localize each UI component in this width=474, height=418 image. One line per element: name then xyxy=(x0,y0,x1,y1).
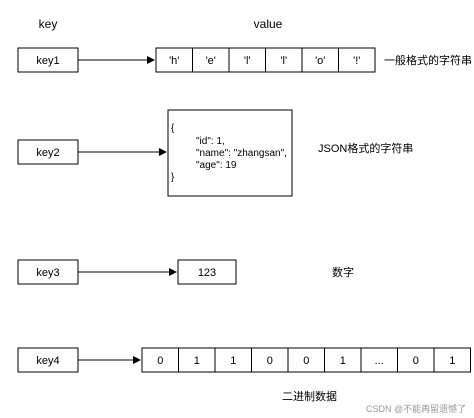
bit-cell xyxy=(178,347,216,373)
char-value: 'h' xyxy=(169,55,179,67)
key1-label: key1 xyxy=(36,55,59,67)
binary-array: 0 1 1 0 0 1... 0 1 xyxy=(141,347,471,373)
bit-value: 1 xyxy=(230,355,236,367)
json-line-age: "age": 19 xyxy=(196,160,237,171)
csdn-watermark: CSDN @不能再留遗憾了 xyxy=(366,403,466,414)
json-open-brace: { xyxy=(171,123,175,134)
key4-caption: 二进制数据 xyxy=(282,389,337,403)
json-close-brace: } xyxy=(171,172,175,183)
number-box xyxy=(177,259,237,285)
key3-box xyxy=(17,259,79,285)
key4-label: key4 xyxy=(36,355,59,367)
key2-label: key2 xyxy=(36,147,59,159)
row-key3: key3 123 数字 xyxy=(17,259,354,285)
bit-value: 0 xyxy=(267,355,273,367)
bit-cell xyxy=(251,347,289,373)
key3-label: key3 xyxy=(36,267,59,279)
key1-box xyxy=(17,47,79,73)
key2-caption: JSON格式的字符串 xyxy=(318,141,413,155)
json-line-name: "name": "zhangsan", xyxy=(196,148,287,159)
char-cell xyxy=(338,47,376,73)
key4-box xyxy=(17,347,79,373)
bit-value: 1 xyxy=(340,355,346,367)
json-line-id: "id": 1, xyxy=(196,136,225,147)
number-value: 123 xyxy=(198,267,216,279)
bit-cell xyxy=(433,347,471,373)
char-value: 'l' xyxy=(280,55,287,67)
bit-value: 0 xyxy=(157,355,163,367)
bit-cell xyxy=(324,347,362,373)
bit-value: 0 xyxy=(303,355,309,367)
char-value: 'e' xyxy=(206,55,216,67)
key-column-header: key xyxy=(39,17,58,31)
row-key4: key4 0 1 1 0 0 1... 0 1 二进制数据 xyxy=(17,347,471,403)
key3-caption: 数字 xyxy=(332,265,354,279)
char-value: '!' xyxy=(353,55,360,67)
char-cell xyxy=(155,47,193,73)
bit-cell xyxy=(360,347,398,373)
bit-value: 0 xyxy=(413,355,419,367)
json-box xyxy=(167,109,293,197)
char-cell xyxy=(192,47,230,73)
value-column-header: value xyxy=(254,17,283,31)
bit-value: 1 xyxy=(194,355,200,367)
char-value: 'l' xyxy=(244,55,251,67)
row-key1: key1 'h' 'e' 'l' 'l' 'o' '!' 一般格式的字符串 xyxy=(17,47,472,73)
bit-value: ... xyxy=(375,355,384,367)
row-key2: key2 { "id": 1, "name": "zhangsan", "age… xyxy=(17,109,413,197)
key1-caption: 一般格式的字符串 xyxy=(384,53,472,67)
char-value: 'o' xyxy=(315,55,325,67)
bit-cell xyxy=(287,347,325,373)
char-array: 'h' 'e' 'l' 'l' 'o' '!' xyxy=(155,47,376,73)
bit-value: 1 xyxy=(449,355,455,367)
